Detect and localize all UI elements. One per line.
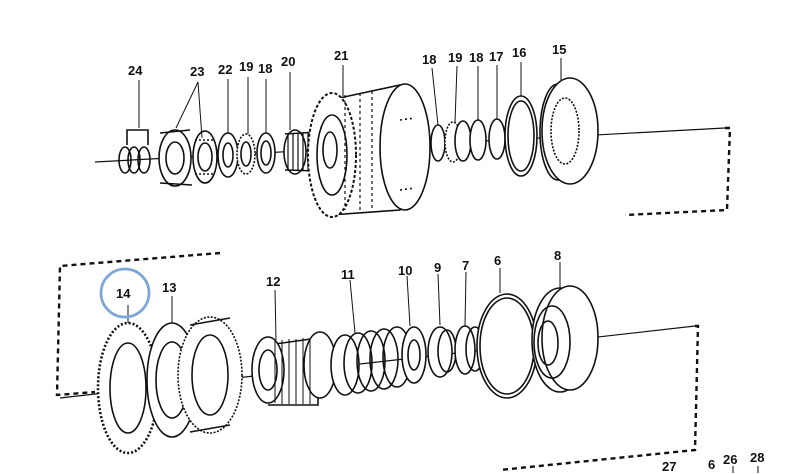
- label-part-24: 24: [128, 63, 143, 78]
- part-8-piston: [531, 285, 599, 393]
- part-9-ring: [427, 326, 457, 378]
- label-part-28: 28: [750, 450, 765, 465]
- label-part-19-right: 19: [448, 50, 463, 65]
- label-part-6-bottom: 6: [708, 457, 716, 472]
- label-part-8: 8: [554, 248, 562, 263]
- part-11-springs: [330, 326, 412, 396]
- top-leader-lines: [138, 58, 562, 139]
- part-13-plates: [146, 316, 243, 438]
- part-18-19-18-17-rings: [430, 118, 506, 163]
- part-16-snap-ring: [504, 95, 538, 177]
- label-part-7: 7: [462, 258, 470, 273]
- part-10-washer: [401, 326, 427, 384]
- top-dashed-connector: [624, 126, 732, 217]
- part-23-race: [158, 129, 218, 187]
- part-14-plate: [96, 321, 160, 455]
- label-part-17: 17: [489, 49, 504, 64]
- bottom-dashed-connector: [55, 251, 221, 397]
- label-part-13: 13: [162, 280, 177, 295]
- label-part-18-right: 18: [422, 52, 437, 67]
- part-24-rings: [118, 129, 151, 174]
- label-part-21: 21: [334, 48, 349, 63]
- label-part-9: 9: [434, 260, 442, 275]
- bottom-leader-lines: [127, 262, 759, 473]
- label-part-22: 22: [218, 62, 233, 77]
- label-part-14: 14: [116, 286, 131, 301]
- label-part-11: 11: [341, 267, 355, 282]
- label-part-23: 23: [190, 64, 205, 79]
- part-21-drum: [307, 83, 431, 218]
- label-part-16: 16: [512, 45, 527, 60]
- part-15-disc: [539, 77, 599, 185]
- part-12-hub: [251, 331, 337, 406]
- label-part-12: 12: [266, 274, 281, 289]
- part-6-o-ring: [476, 293, 538, 399]
- bottom-right-connector: [499, 324, 700, 472]
- label-part-26: 26: [723, 452, 738, 467]
- label-part-18: 18: [258, 61, 273, 76]
- label-part-18-third: 18: [469, 50, 484, 65]
- part-22-washer: [217, 132, 239, 178]
- label-part-20: 20: [281, 54, 296, 69]
- label-part-10: 10: [398, 263, 413, 278]
- label-part-27: 27: [662, 459, 677, 474]
- part-19-18-rings: [236, 132, 276, 175]
- highlight-circle: [99, 267, 151, 319]
- label-part-6: 6: [494, 253, 502, 268]
- label-part-19: 19: [239, 59, 254, 74]
- label-part-15: 15: [552, 42, 567, 57]
